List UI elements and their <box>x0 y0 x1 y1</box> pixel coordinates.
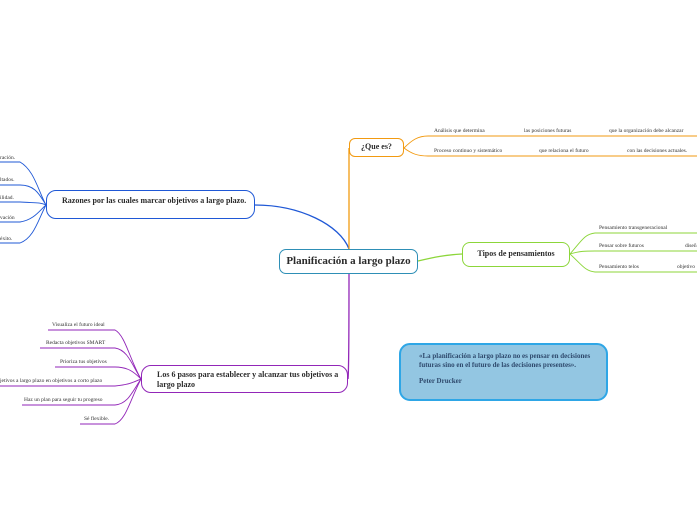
connector-pasos <box>347 273 350 380</box>
branch-tipos[interactable]: Tipos de pensamientos <box>462 242 570 267</box>
razones-leaf-3[interactable]: ilidad. <box>0 195 14 201</box>
pasos-leaf-3[interactable]: Prioriza tus objetivos <box>60 359 107 365</box>
razones-leaf-1[interactable]: ración. <box>0 155 16 161</box>
connector-tipos <box>417 253 463 262</box>
central-topic[interactable]: Planificación a largo plazo <box>279 249 418 274</box>
que-leaf-lines <box>403 135 697 157</box>
tipos-leaf-lines <box>569 232 697 273</box>
que-row2-leaf-2[interactable]: que relaciona el futuro <box>539 148 589 154</box>
branch-pasos[interactable]: Los 6 pasos para establecer y alcanzar t… <box>141 365 348 393</box>
tipos-leaf-3-sub[interactable]: objetivo <box>677 264 696 270</box>
razones-leaf-lines <box>0 161 47 244</box>
tipos-leaf-3[interactable]: Pensamiento telos <box>599 264 639 270</box>
que-row2-leaf-1[interactable]: Proceso continuo y sistemático <box>434 148 503 154</box>
tipos-leaf-1[interactable]: Pensamiento transgeneracional <box>599 225 668 231</box>
quote-author: Peter Drucker <box>419 377 462 385</box>
razones-leaf-4[interactable]: vación <box>0 215 15 221</box>
central-topic-label: Planificación a largo plazo <box>286 255 411 267</box>
que-row1-leaf-1[interactable]: Análisis que determina <box>434 128 485 134</box>
pasos-leaf-1[interactable]: Visualiza el futuro ideal <box>52 322 105 328</box>
razones-leaf-2[interactable]: ltados. <box>0 177 15 183</box>
que-row1-leaf-2[interactable]: las posiciones futuras <box>524 128 572 134</box>
que-row1-leaf-3[interactable]: que la organización debe alcanzar <box>609 128 684 134</box>
branch-tipos-label: Tipos de pensamientos <box>477 249 555 258</box>
pasos-leaf-2[interactable]: Redacta objetivos SMART <box>46 340 106 346</box>
pasos-leaf-5[interactable]: Haz un plan para seguir tu progreso <box>24 397 103 403</box>
tipos-leaf-2-sub[interactable]: diseñ <box>685 243 697 249</box>
quote-callout[interactable]: «La planificación a largo plazo no es pe… <box>399 343 608 401</box>
branch-razones[interactable]: Razones por las cuales marcar objetivos … <box>46 190 255 219</box>
connector-razones <box>254 204 350 250</box>
branch-pasos-label: Los 6 pasos para establecer y alcanzar t… <box>157 370 339 389</box>
quote-text: «La planificación a largo plazo no es pe… <box>419 352 591 369</box>
branch-que-es-label: ¿Que es? <box>361 142 392 151</box>
pasos-leaf-6[interactable]: Sé flexible. <box>84 416 110 422</box>
pasos-leaf-4[interactable]: jetivos a largo plazo en objetivos a cor… <box>0 378 103 384</box>
que-row2-leaf-3[interactable]: con las decisiones actuales. <box>627 148 688 154</box>
branch-que-es[interactable]: ¿Que es? <box>349 138 404 157</box>
razones-leaf-5[interactable]: éxito. <box>0 236 13 242</box>
branch-razones-label: Razones por las cuales marcar objetivos … <box>62 196 247 205</box>
pasos-leaf-lines <box>0 329 142 425</box>
tipos-leaf-2[interactable]: Pensar sobre futuros <box>599 243 644 249</box>
